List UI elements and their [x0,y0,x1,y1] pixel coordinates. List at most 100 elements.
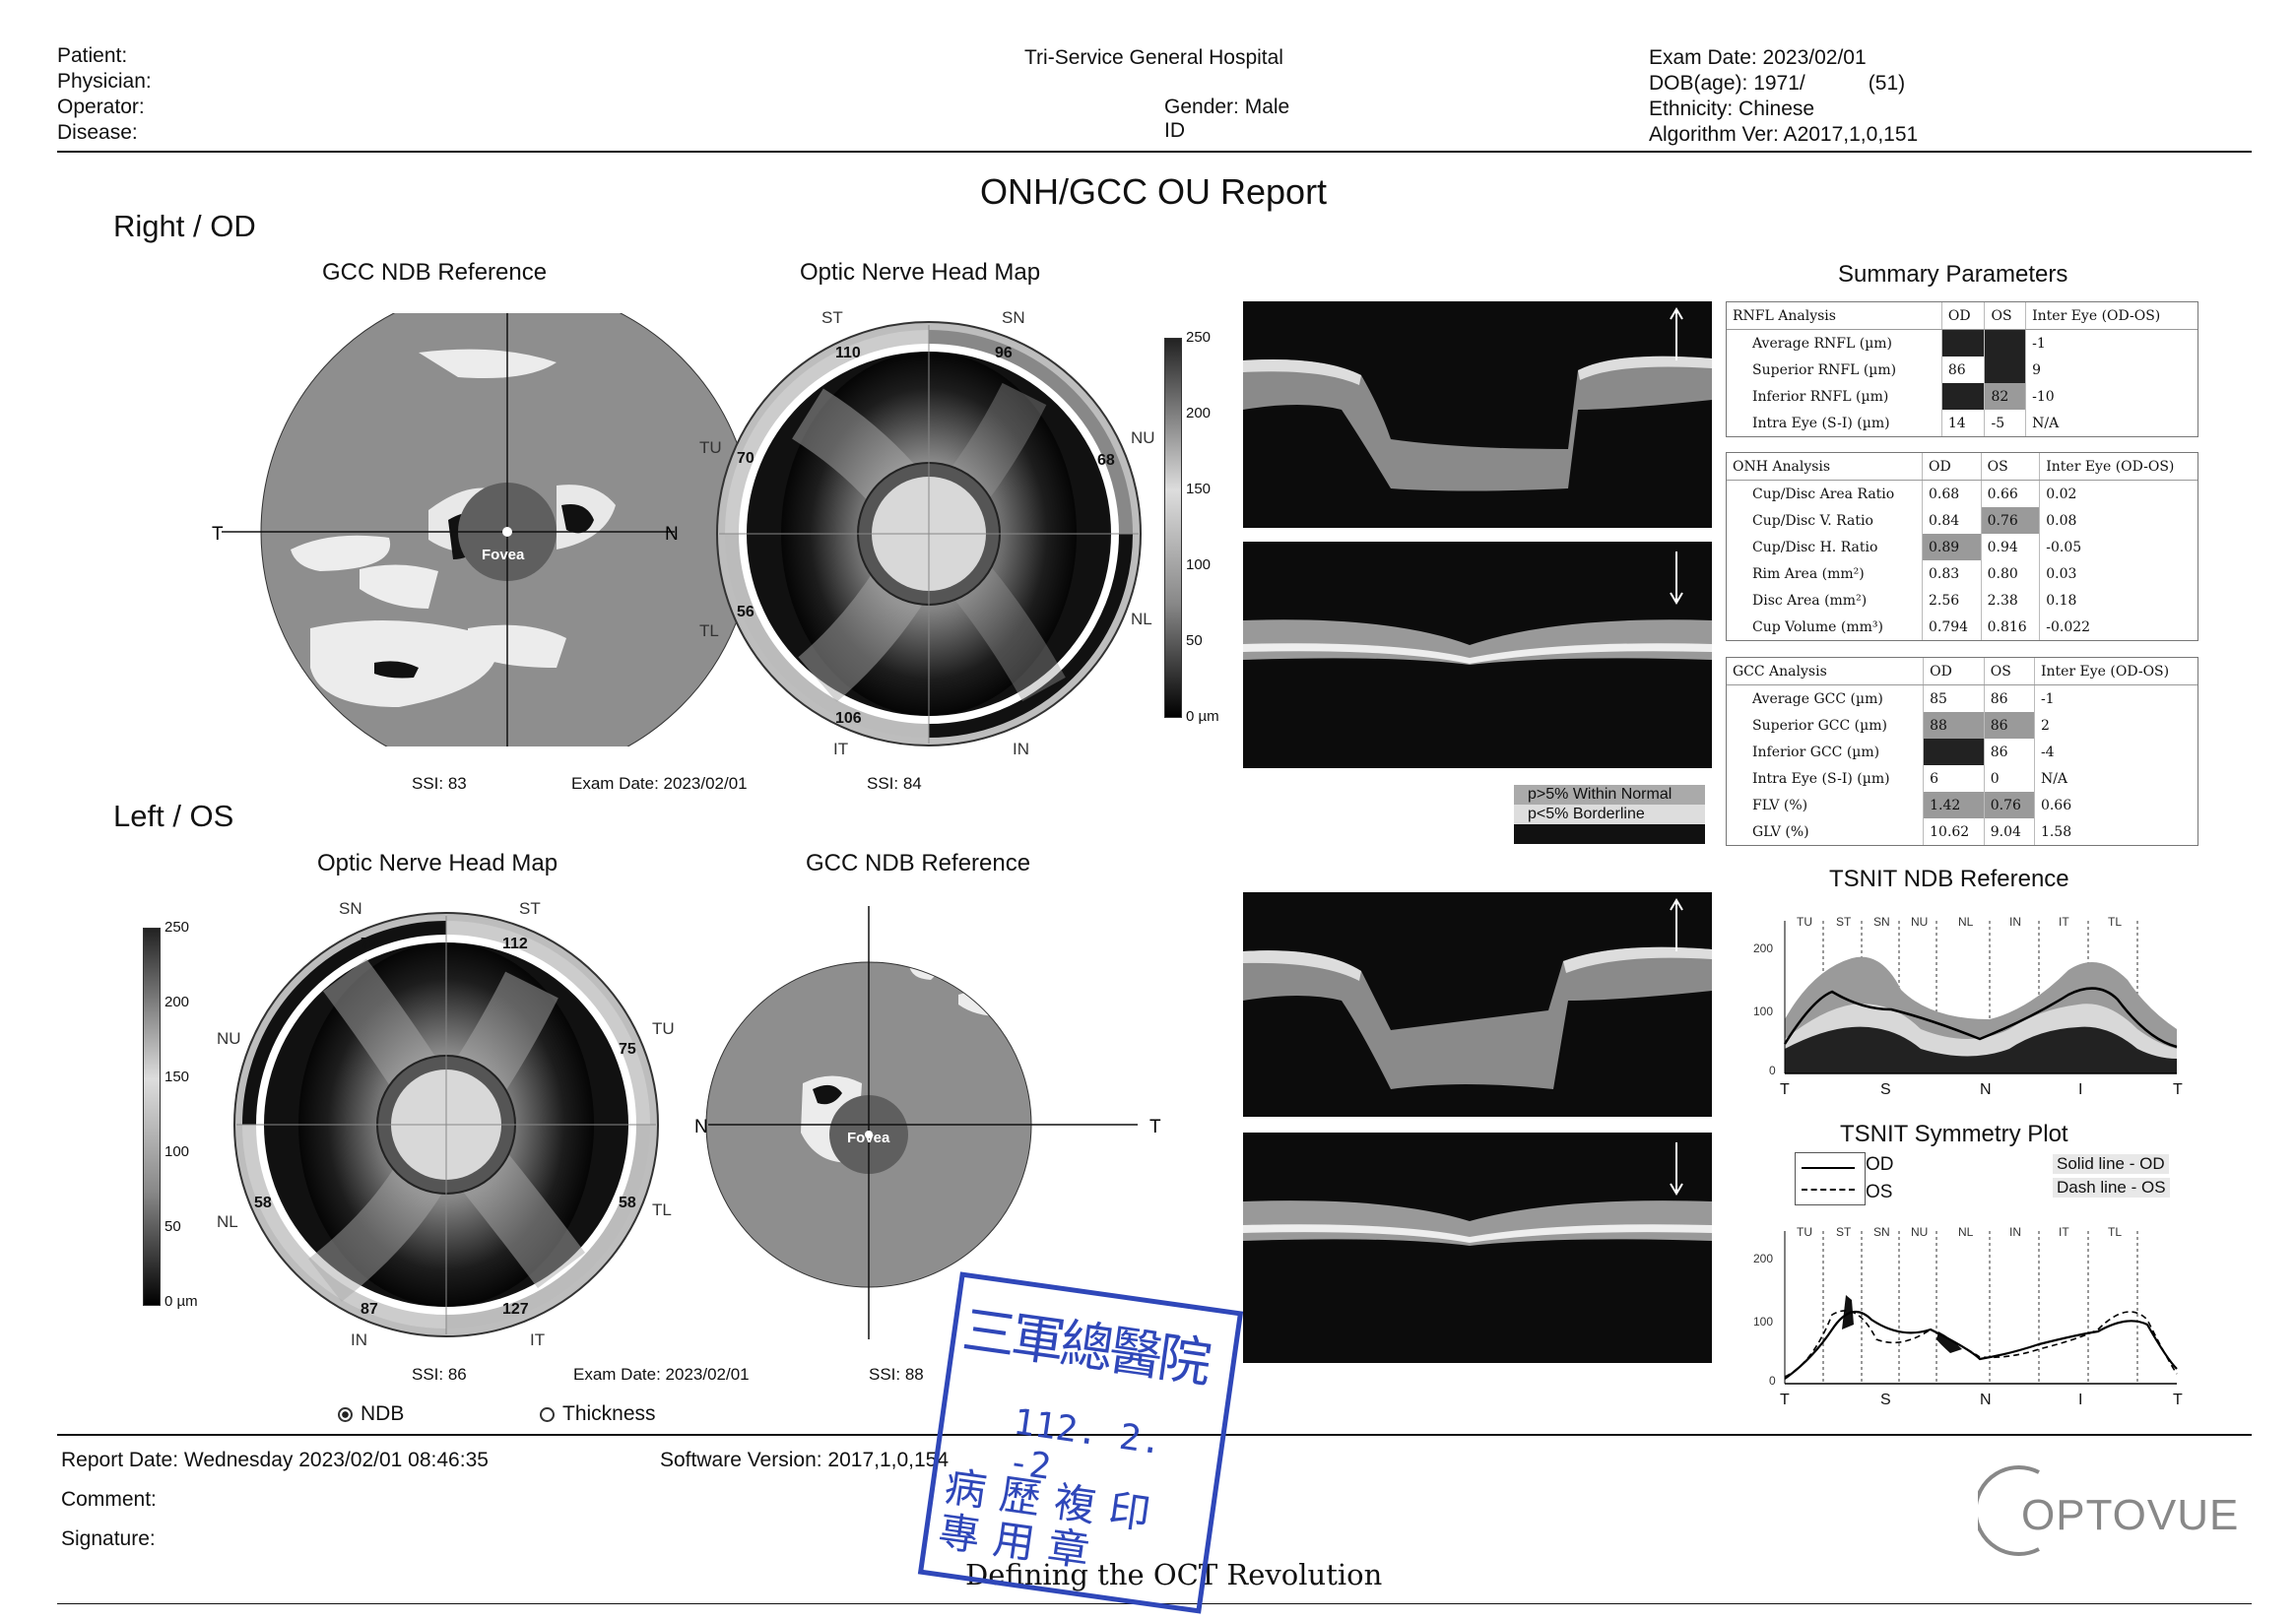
os-onh-st-label: ST [519,899,541,918]
tsnit-ndb-sector: NL [1958,915,1974,929]
optovue-logo-text: OPTOVUE [2021,1491,2240,1539]
tsnit-sym-xlabel: S [1880,1392,1891,1408]
od-onh-in-label: IN [1013,740,1029,758]
os-gcc-center-label: Fovea [847,1130,890,1146]
scale-tick: 100 [1186,556,1212,573]
tsnit-sym-sector: TU [1797,1225,1812,1239]
os-onh-sn-label: SN [339,899,362,918]
od-gcc-left-label: T [212,524,224,545]
scale-tick: 50 [164,1218,181,1235]
os-onh-tl-label: TL [652,1200,672,1219]
table-row: Inferior RNFL (µm)82-10 [1727,383,2198,410]
patient-label: Patient: [57,44,128,67]
tsnit-sym-xlabel: T [1780,1392,1790,1408]
oct-scan-od-onh [1243,301,1712,528]
tsnit-ndb-xlabel: S [1880,1081,1891,1098]
tsnit-ndb-xlabel: T [1780,1081,1790,1098]
scale-tick: 200 [164,994,190,1010]
tsnit-ndb-sector: SN [1873,915,1890,929]
tsnit-ndb-ytick: 0 [1769,1064,1776,1077]
os-scale-bar [143,928,161,1306]
legend-within-normal: p>5% Within Normal [1514,785,1705,805]
dob: DOB(age): 1971/ [1649,72,1805,95]
tsnit-ndb-ytick: 200 [1753,941,1773,955]
optovue-logo [1978,1465,2040,1556]
onh-header: ONH Analysis [1727,453,1923,481]
scale-tick: 100 [164,1143,190,1160]
tagline: Defining the OCT Revolution [965,1558,1383,1591]
od-onh-nl-label: NL [1131,610,1152,628]
disease-label: Disease: [57,121,138,144]
age: (51) [1868,72,1906,95]
tsnit-sym-sector: IT [2059,1225,2069,1239]
tsnit-ndb-sector: NU [1911,915,1928,929]
signature-label: Signature: [61,1527,156,1550]
scale-tick: 250 [1186,329,1212,346]
od-gcc-center-label: Fovea [482,547,525,563]
tsnit-ndb-sector: TU [1797,915,1812,929]
table-row: Inferior GCC (µm)86-4 [1727,739,2198,765]
radio-thickness-label: Thickness [562,1402,656,1425]
os-onh-it-value: 127 [502,1301,529,1318]
section-right-od: Right / OD [113,209,256,243]
radio-thickness-icon [540,1406,555,1422]
od-onh-sn-value: 96 [995,345,1013,361]
tsnit-ndb-plot: TU ST SN NU NL IN IT TL 200 100 0 T S N … [1753,915,2183,1098]
software-version: Software Version: 2017,1,0,154 [660,1449,950,1471]
scale-tick: 200 [1186,405,1212,421]
col-os: OS [1984,302,2026,330]
legend-od-label: OD [1866,1154,1894,1175]
os-onh-it-label: IT [530,1330,545,1349]
tsnit-ndb-sector: IT [2059,915,2069,929]
os-onh-tl-value: 58 [619,1195,636,1211]
os-onh-in-label: IN [351,1330,367,1349]
od-gcc-title: GCC NDB Reference [322,259,548,286]
od-onh-it-label: IT [833,740,848,758]
ethnicity: Ethnicity: Chinese [1649,97,1815,120]
od-onh-st-value: 110 [835,345,861,361]
radio-ndb-selected-icon [338,1406,353,1422]
gender: Gender: Male [1164,96,1290,118]
tsnit-sym-ytick: 0 [1769,1374,1776,1388]
os-onh-map: SN ST TU TL IT IN NL NU 79 112 75 58 127… [217,899,675,1349]
oct-scan-os-gcc [1243,1133,1712,1363]
os-exam-date: Exam Date: 2023/02/01 [573,1365,750,1384]
tsnit-ndb-ytick: 100 [1753,1005,1773,1018]
os-onh-nu-label: NU [217,1029,241,1048]
report-date: Report Date: Wednesday 2023/02/01 08:46:… [61,1449,489,1471]
legend-outside-normal [1514,824,1705,844]
scale-tick: 150 [164,1069,190,1085]
hospital-stamp: 三軍總醫院 112. 2. -2 病歷複印專用章 [917,1271,1244,1614]
tsnit-sym-xlabel: T [2173,1392,2183,1408]
os-scale-ticks: 250 200 150 100 50 0 µm [164,919,198,1310]
od-scale-ticks: 250 200 150 100 50 0 µm [1186,329,1219,725]
od-gcc-map: T N Fovea [212,313,754,746]
os-gcc-title: GCC NDB Reference [806,850,1031,876]
os-gcc-right-label: T [1149,1117,1161,1137]
tsnit-ndb-sector: ST [1836,915,1852,929]
oct-scan-os-onh [1243,892,1712,1117]
od-onh-sn-label: SN [1002,308,1025,327]
radio-thickness[interactable]: Thickness [540,1402,656,1426]
os-onh-ssi: SSI: 86 [412,1365,467,1384]
od-onh-title: Optic Nerve Head Map [800,259,1041,286]
tsnit-ndb-sector: TL [2108,915,2122,929]
report-title: ONH/GCC OU Report [980,171,1328,212]
scale-tick: 150 [1186,481,1212,497]
radio-ndb[interactable]: NDB [338,1402,404,1426]
legend-os-label: OS [1866,1182,1893,1202]
dash-line-note: Dash line - OS [2053,1178,2170,1198]
os-onh-sn-value: 79 [361,936,378,952]
tsnit-sym-sector: NL [1958,1225,1974,1239]
os-onh-nl-value: 58 [254,1195,272,1211]
os-gcc-map: N T Fovea [694,906,1161,1339]
od-onh-st-label: ST [821,308,843,327]
scale-tick: 0 µm [1186,708,1219,725]
